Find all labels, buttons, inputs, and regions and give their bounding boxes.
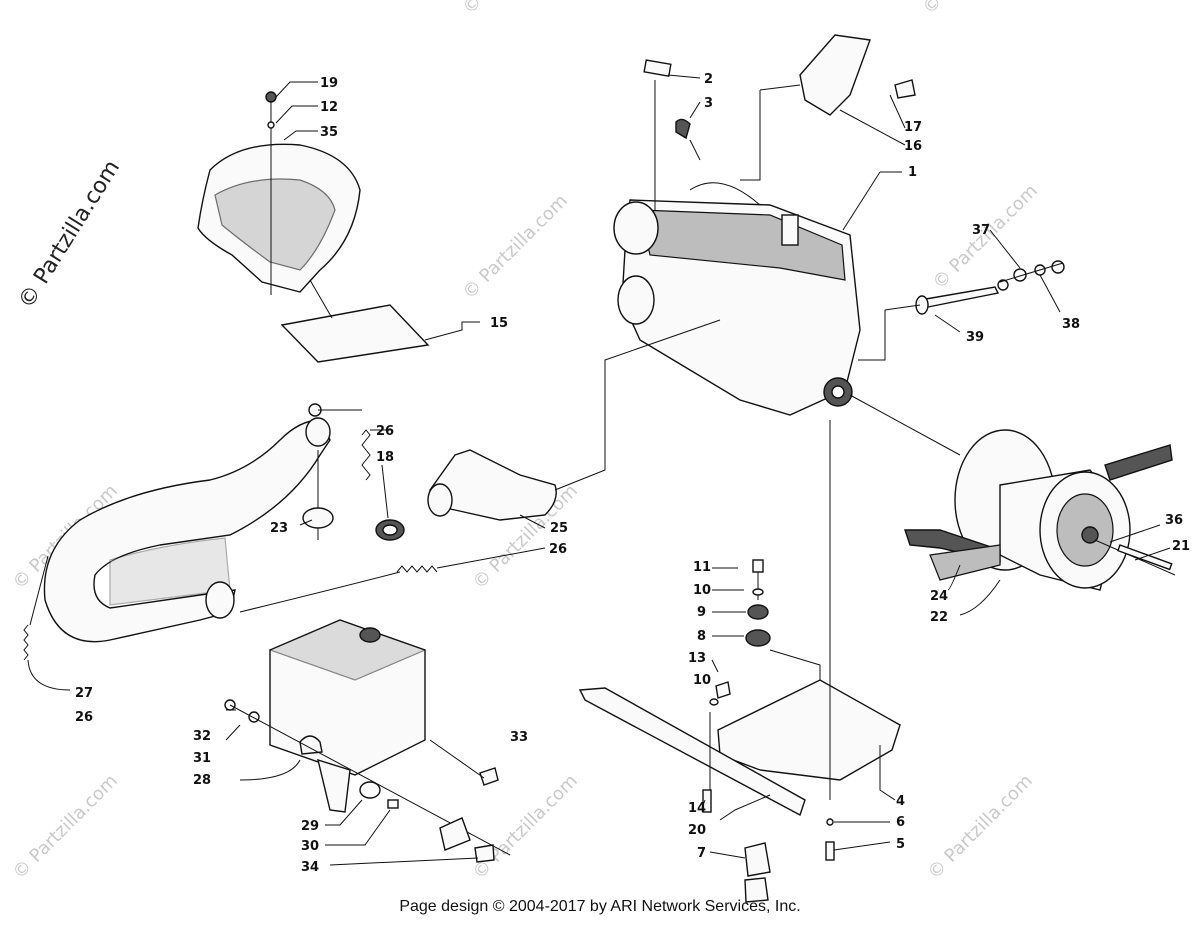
callout-26b: 26 <box>549 542 567 557</box>
callout-15: 15 <box>490 316 508 331</box>
callout-16: 16 <box>904 139 922 154</box>
callout-13: 13 <box>688 651 706 666</box>
spring-side <box>23 624 29 661</box>
callout-20: 20 <box>688 823 706 838</box>
callout-24: 24 <box>930 589 948 604</box>
watermark-tile: © Partzilla.com <box>469 770 582 883</box>
side-watermark: © Partzilla.com <box>14 156 125 313</box>
callout-38: 38 <box>1062 317 1080 332</box>
watermark-tile: © Partzilla.com <box>919 0 1032 19</box>
callout-26a: 26 <box>376 424 394 439</box>
callout-10a: 10 <box>693 583 711 598</box>
callout-labels: 1 2 3 4 5 6 7 8 9 10 10 11 12 13 14 15 1… <box>75 72 1190 875</box>
callout-8: 8 <box>697 629 706 644</box>
callout-11: 11 <box>693 560 711 575</box>
engine-plate <box>717 679 901 781</box>
callout-36: 36 <box>1165 513 1183 528</box>
callout-6: 6 <box>896 815 905 830</box>
watermark-tile: © Partzilla.com <box>459 0 572 19</box>
callout-35: 35 <box>320 125 338 140</box>
muffler-assembly <box>224 619 511 866</box>
watermark-tile: © Partzilla.com <box>924 770 1037 883</box>
callout-33: 33 <box>510 730 528 745</box>
manifold-assembly <box>375 319 721 541</box>
callout-4: 4 <box>896 794 905 809</box>
callout-26c: 26 <box>75 710 93 725</box>
spring-lower <box>396 565 438 573</box>
callout-32: 32 <box>193 729 211 744</box>
callout-21: 21 <box>1172 539 1190 554</box>
callout-18: 18 <box>376 450 394 465</box>
callout-12: 12 <box>320 100 338 115</box>
exhaust-manifold <box>429 449 557 521</box>
callout-19: 19 <box>320 76 338 91</box>
engine-plate-assembly <box>578 420 901 903</box>
callout-29: 29 <box>301 819 319 834</box>
engine-assembly <box>613 34 1065 416</box>
callout-37: 37 <box>972 223 990 238</box>
support-bar <box>578 687 806 817</box>
callout-25: 25 <box>550 521 568 536</box>
exhaust-pipe-assembly <box>23 403 546 691</box>
callout-31: 31 <box>193 751 211 766</box>
exhaust-pipe <box>43 419 331 643</box>
drive-clutch-assembly <box>849 394 1176 616</box>
callout-23: 23 <box>270 521 288 536</box>
callout-9: 9 <box>697 605 706 620</box>
callout-22: 22 <box>930 610 948 625</box>
engine-mount-bracket <box>799 34 871 116</box>
heat-shield-assembly <box>197 81 480 363</box>
callout-10b: 10 <box>693 673 711 688</box>
callout-1: 1 <box>908 165 917 180</box>
callout-7: 7 <box>697 846 706 861</box>
callout-34: 34 <box>301 860 319 875</box>
callout-14: 14 <box>688 801 706 816</box>
watermark-tile: © Partzilla.com <box>9 770 122 883</box>
callout-5: 5 <box>896 837 905 852</box>
callout-3: 3 <box>704 96 713 111</box>
spring-upper <box>361 429 371 481</box>
watermark-tile: © Partzilla.com <box>459 190 572 303</box>
callout-28: 28 <box>193 773 211 788</box>
heat-shield-inner <box>214 178 336 271</box>
copyright-footer: Page design © 2004-2017 by ARI Network S… <box>399 898 801 915</box>
callout-39: 39 <box>966 330 984 345</box>
drive-belt <box>1104 444 1173 481</box>
callout-17: 17 <box>904 120 922 135</box>
callout-30: 30 <box>301 839 319 854</box>
callout-2: 2 <box>704 72 713 87</box>
cover-plate <box>280 304 430 363</box>
callout-27: 27 <box>75 686 93 701</box>
